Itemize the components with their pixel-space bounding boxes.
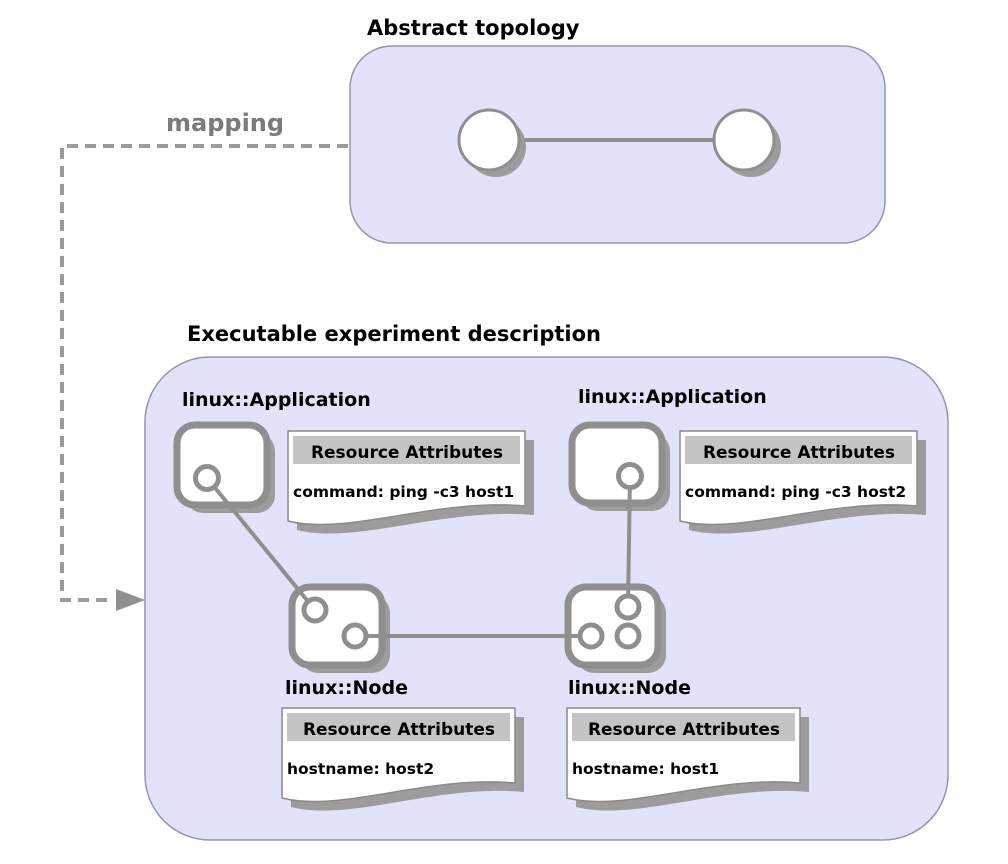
link-app-left-to-node-left — [205, 476, 317, 612]
application-left-box — [173, 421, 271, 509]
attributes-app-right-header: Resource Attributes — [703, 443, 895, 463]
abstract-topology-graph — [457, 108, 781, 177]
attributes-node-right-header-bar — [572, 713, 795, 741]
executable-description-title: Executable experiment description — [187, 322, 601, 346]
node-left-interface-right — [341, 622, 369, 650]
node-left-label: linux::Node — [285, 677, 408, 699]
attributes-app-right-header-bar — [685, 436, 912, 464]
application-right-box — [568, 421, 666, 507]
node-right-box — [564, 583, 662, 669]
attributes-app-left: Resource Attributes command: ping -c3 ho… — [287, 430, 534, 534]
application-left-interface — [193, 464, 221, 492]
attributes-node-right-body: hostname: host1 — [572, 760, 719, 778]
attributes-app-left-header: Resource Attributes — [311, 443, 503, 463]
attributes-app-right-body: command: ping -c3 host2 — [685, 483, 906, 501]
mapping-label: mapping — [166, 109, 284, 137]
attributes-app-left-body: command: ping -c3 host1 — [293, 483, 514, 501]
node-right-interface-left — [577, 622, 605, 650]
attributes-app-right: Resource Attributes command: ping -c3 ho… — [679, 430, 926, 534]
attributes-node-left-header: Resource Attributes — [303, 720, 495, 740]
node-right-interface-center — [614, 622, 642, 650]
abstract-node-left — [457, 108, 521, 172]
attributes-node-left-body: hostname: host2 — [287, 760, 434, 778]
application-left-label: linux::Application — [182, 389, 371, 411]
abstract-topology-title: Abstract topology — [367, 16, 580, 40]
attributes-app-left-header-bar — [293, 436, 520, 464]
mapping-dashed-line — [60, 144, 348, 602]
application-right-label: linux::Application — [578, 386, 767, 408]
mapping-arrowhead-icon — [116, 589, 145, 611]
attributes-node-left: Resource Attributes hostname: host2 — [281, 707, 524, 811]
abstract-node-right — [712, 108, 776, 172]
node-right-label: linux::Node — [568, 677, 691, 699]
node-right-interface-top — [614, 593, 642, 621]
link-app-right-to-node-right — [626, 475, 632, 608]
attributes-node-left-header-bar — [287, 713, 510, 741]
attributes-node-right: Resource Attributes hostname: host1 — [566, 707, 809, 811]
abstract-topology-panel — [349, 45, 886, 244]
application-right-interface — [616, 462, 644, 490]
node-left-interface-top — [301, 596, 329, 624]
attributes-node-right-header: Resource Attributes — [588, 720, 780, 740]
